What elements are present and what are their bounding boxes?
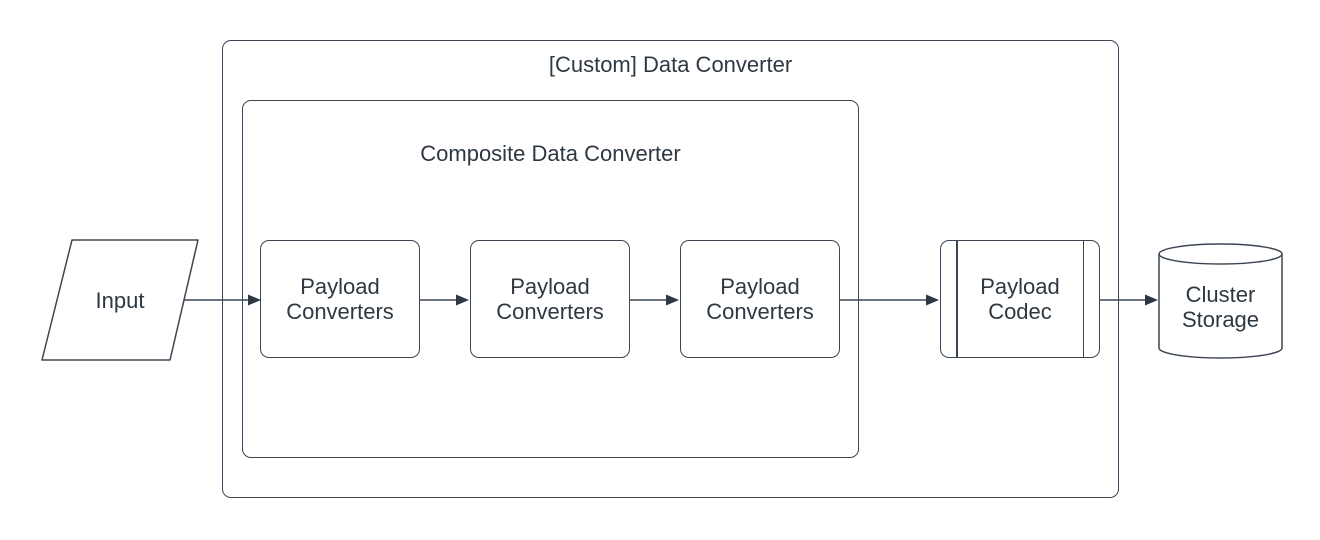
input-parallelogram-shape	[41, 239, 199, 361]
arrow-codec-to-storage	[1100, 294, 1158, 306]
custom-data-converter-container	[222, 40, 1119, 498]
cluster-storage-node: Cluster Storage	[1159, 252, 1282, 362]
payload-codec-label: Payload Codec	[980, 274, 1060, 324]
payload-converters-label-2: Payload Converters	[496, 274, 604, 324]
arrow-converter-1-to-converter-2	[420, 294, 469, 306]
codec-right-bar	[1082, 241, 1084, 357]
cluster-storage-label: Cluster Storage	[1181, 282, 1260, 332]
composite-data-converter-container	[242, 100, 859, 458]
codec-left-bar	[956, 241, 958, 357]
input-label: Input	[95, 287, 145, 313]
arrow-converter-3-to-codec	[840, 294, 939, 306]
payload-codec-node: Payload Codec	[940, 240, 1100, 358]
input-node: Input	[52, 240, 188, 360]
payload-converters-label-3: Payload Converters	[706, 274, 814, 324]
payload-converters-label-1: Payload Converters	[286, 274, 394, 324]
composite-data-converter-label: Composite Data Converter	[420, 141, 681, 166]
payload-converters-node-1: Payload Converters	[260, 240, 420, 358]
cylinder-rim-arc	[1158, 253, 1283, 265]
payload-converters-node-3: Payload Converters	[680, 240, 840, 358]
arrow-converter-2-to-converter-3	[630, 294, 679, 306]
payload-converters-node-2: Payload Converters	[470, 240, 630, 358]
arrow-input-to-converter-1	[184, 294, 261, 306]
custom-data-converter-label: [Custom] Data Converter	[548, 52, 793, 77]
cluster-storage-cylinder-shape	[1158, 243, 1283, 359]
